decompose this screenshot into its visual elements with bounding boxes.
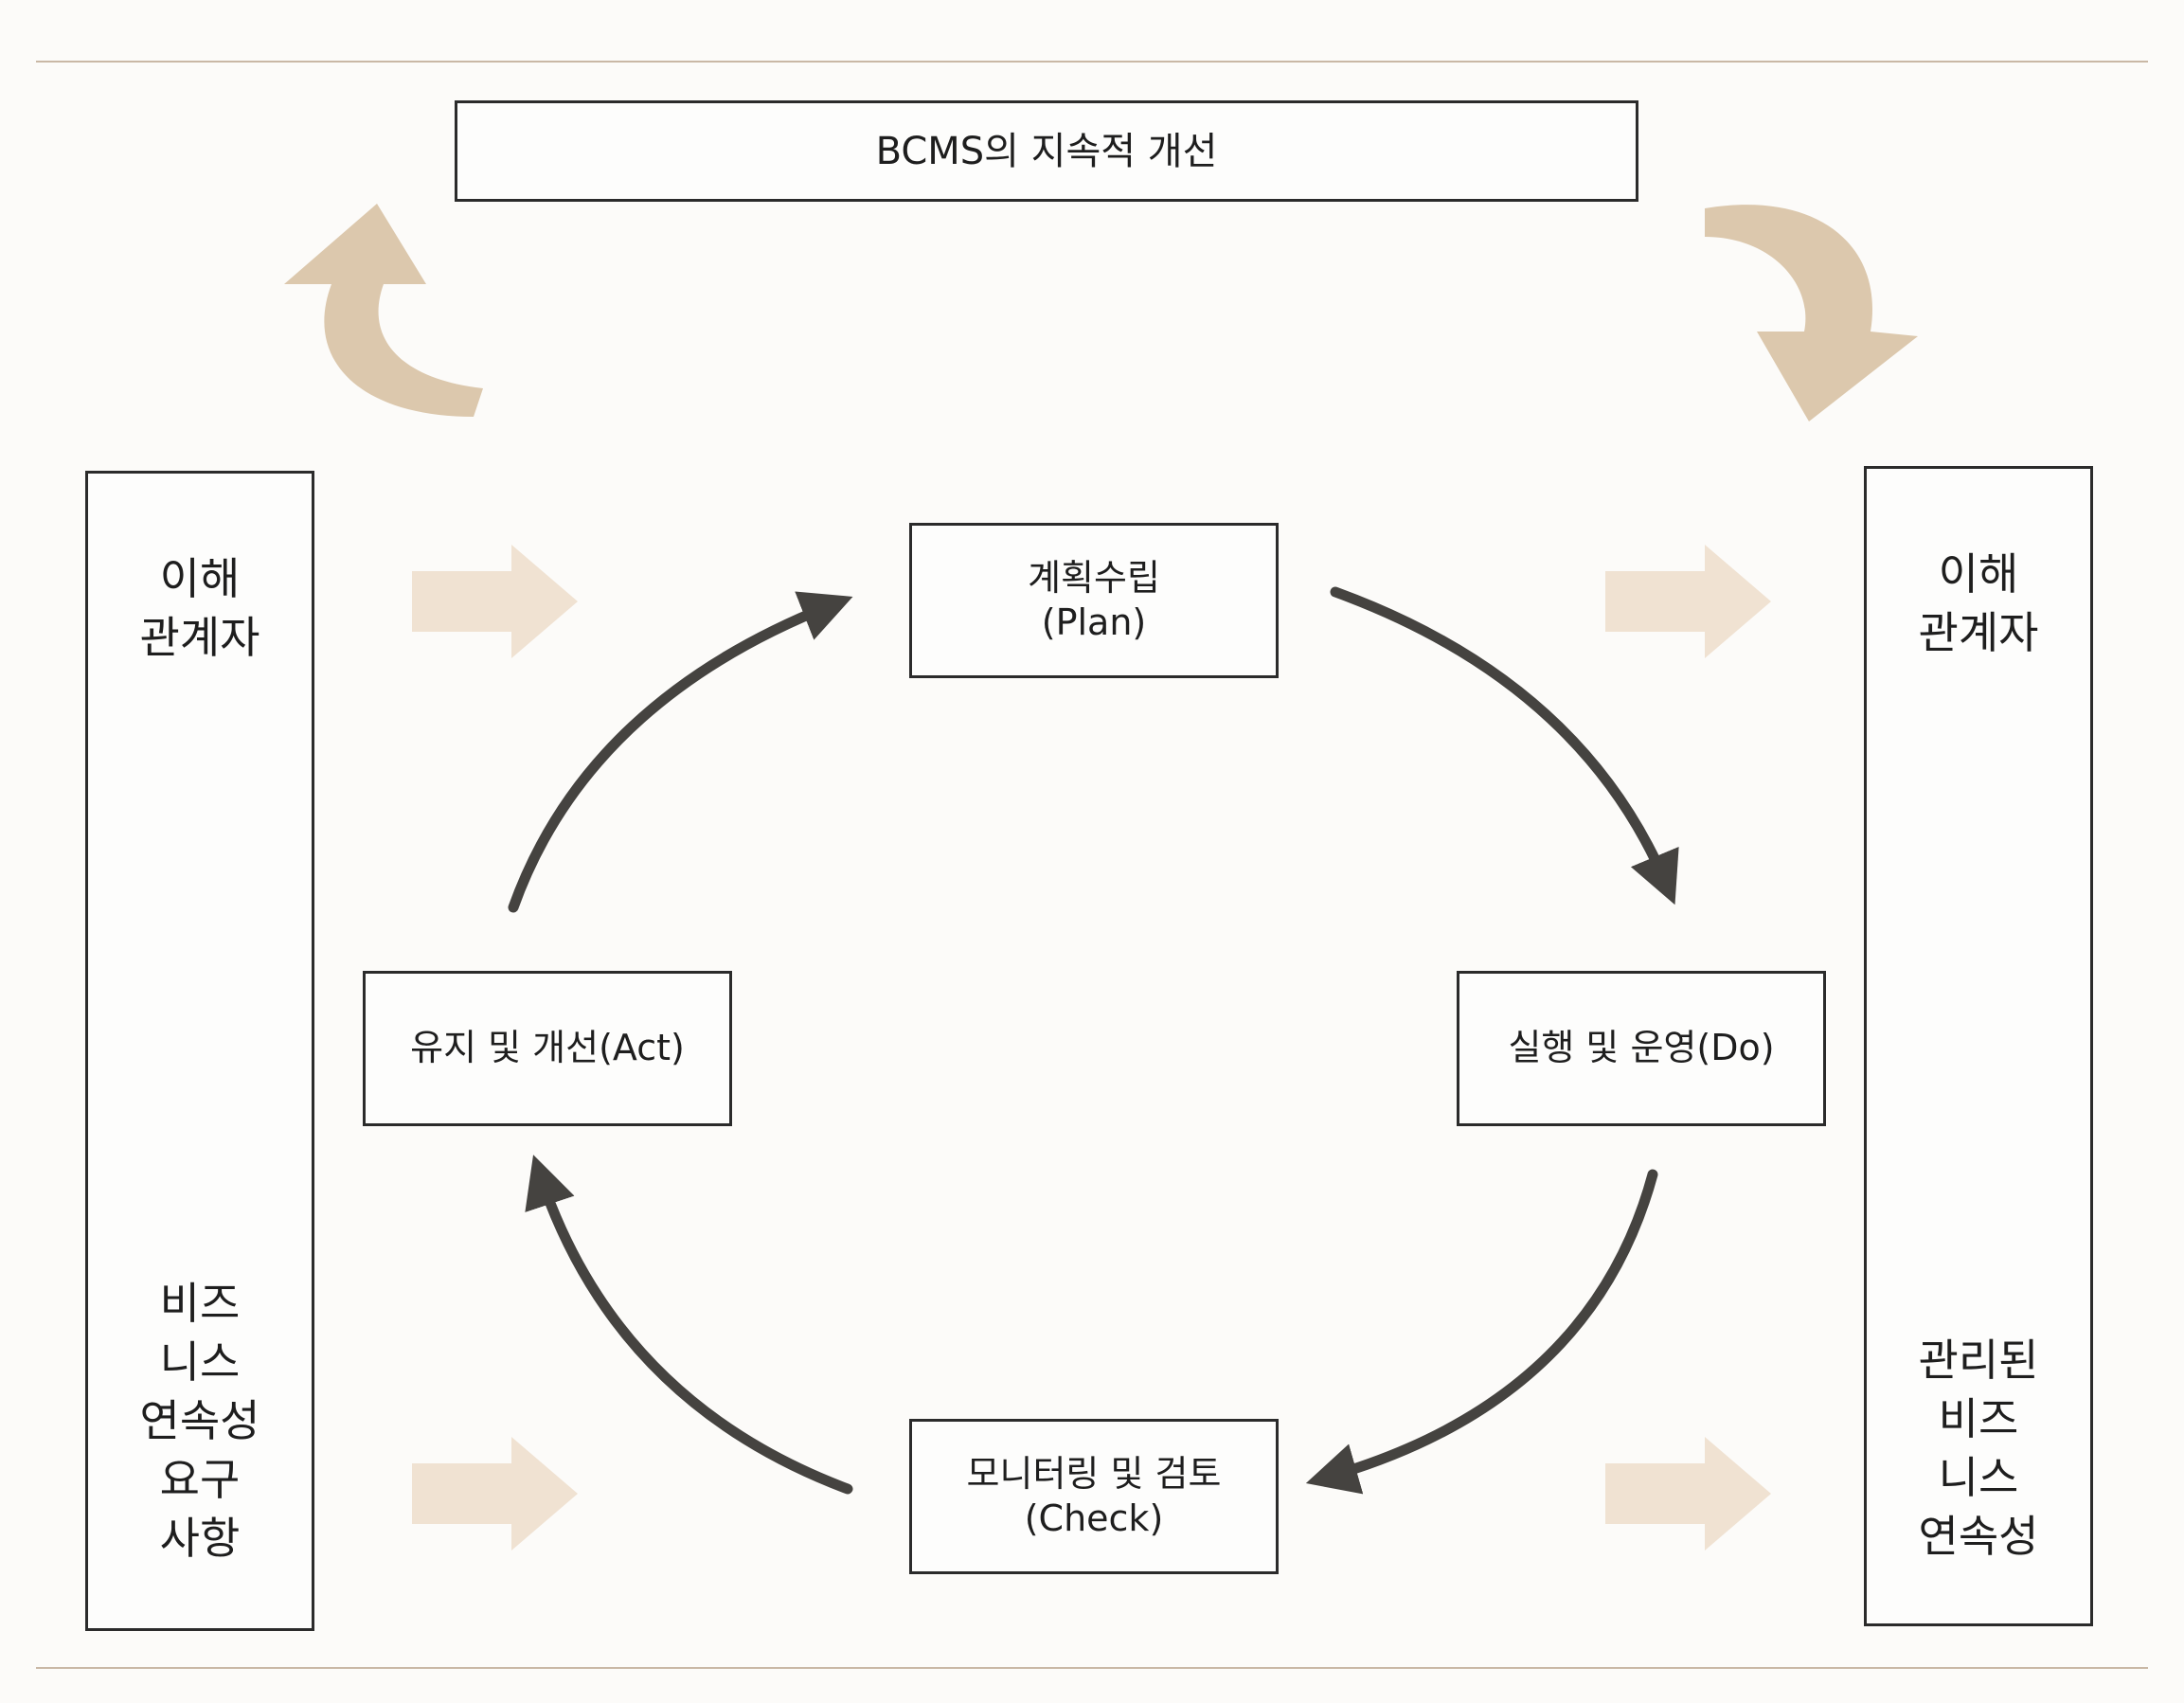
left-panel: 이해 관계자 비즈 니스 연속성 요구 사항 [85, 471, 314, 1631]
act-box: 유지 및 개선(Act) [363, 971, 732, 1126]
plan-box: 계획수립 (Plan) [909, 523, 1279, 678]
cycle-arrow-plan-to-do [1330, 586, 1679, 905]
left-panel-top-text: 이해 관계자 [139, 553, 260, 663]
cycle-arrow-act-to-plan [508, 591, 853, 913]
plan-label: 계획수립 (Plan) [1028, 556, 1160, 644]
cycle-arrow-do-to-check [1305, 1169, 1658, 1495]
bottom-divider [36, 1667, 2148, 1669]
cycle-arrow-check-to-act [525, 1155, 853, 1495]
bcms-continuous-improvement-title: BCMS의 지속적 개선 [455, 100, 1638, 202]
flow-arrow-right-top [1605, 545, 1771, 658]
title-text: BCMS의 지속적 개선 [875, 129, 1218, 173]
flow-arrow-right-bottom [1605, 1437, 1771, 1551]
right-panel-bottom-text: 관리된 비즈 니스 연속성 [1918, 1335, 2039, 1562]
improvement-curved-arrow-right [1705, 205, 1918, 421]
check-box: 모니터링 및 검토 (Check) [909, 1419, 1279, 1574]
right-panel-top-text: 이해 관계자 [1918, 548, 2039, 658]
flow-arrow-left-top [412, 545, 578, 658]
do-label: 실행 및 운영(Do) [1508, 1027, 1775, 1069]
left-panel-bottom-text: 비즈 니스 연속성 요구 사항 [139, 1278, 260, 1564]
do-box: 실행 및 운영(Do) [1457, 971, 1826, 1126]
top-divider [36, 61, 2148, 63]
improvement-curved-arrow-left [284, 204, 483, 417]
right-panel: 이해 관계자 관리된 비즈 니스 연속성 [1864, 466, 2093, 1626]
flow-arrow-left-bottom [412, 1437, 578, 1551]
act-label: 유지 및 개선(Act) [410, 1027, 685, 1069]
check-label: 모니터링 및 검토 (Check) [966, 1452, 1222, 1540]
